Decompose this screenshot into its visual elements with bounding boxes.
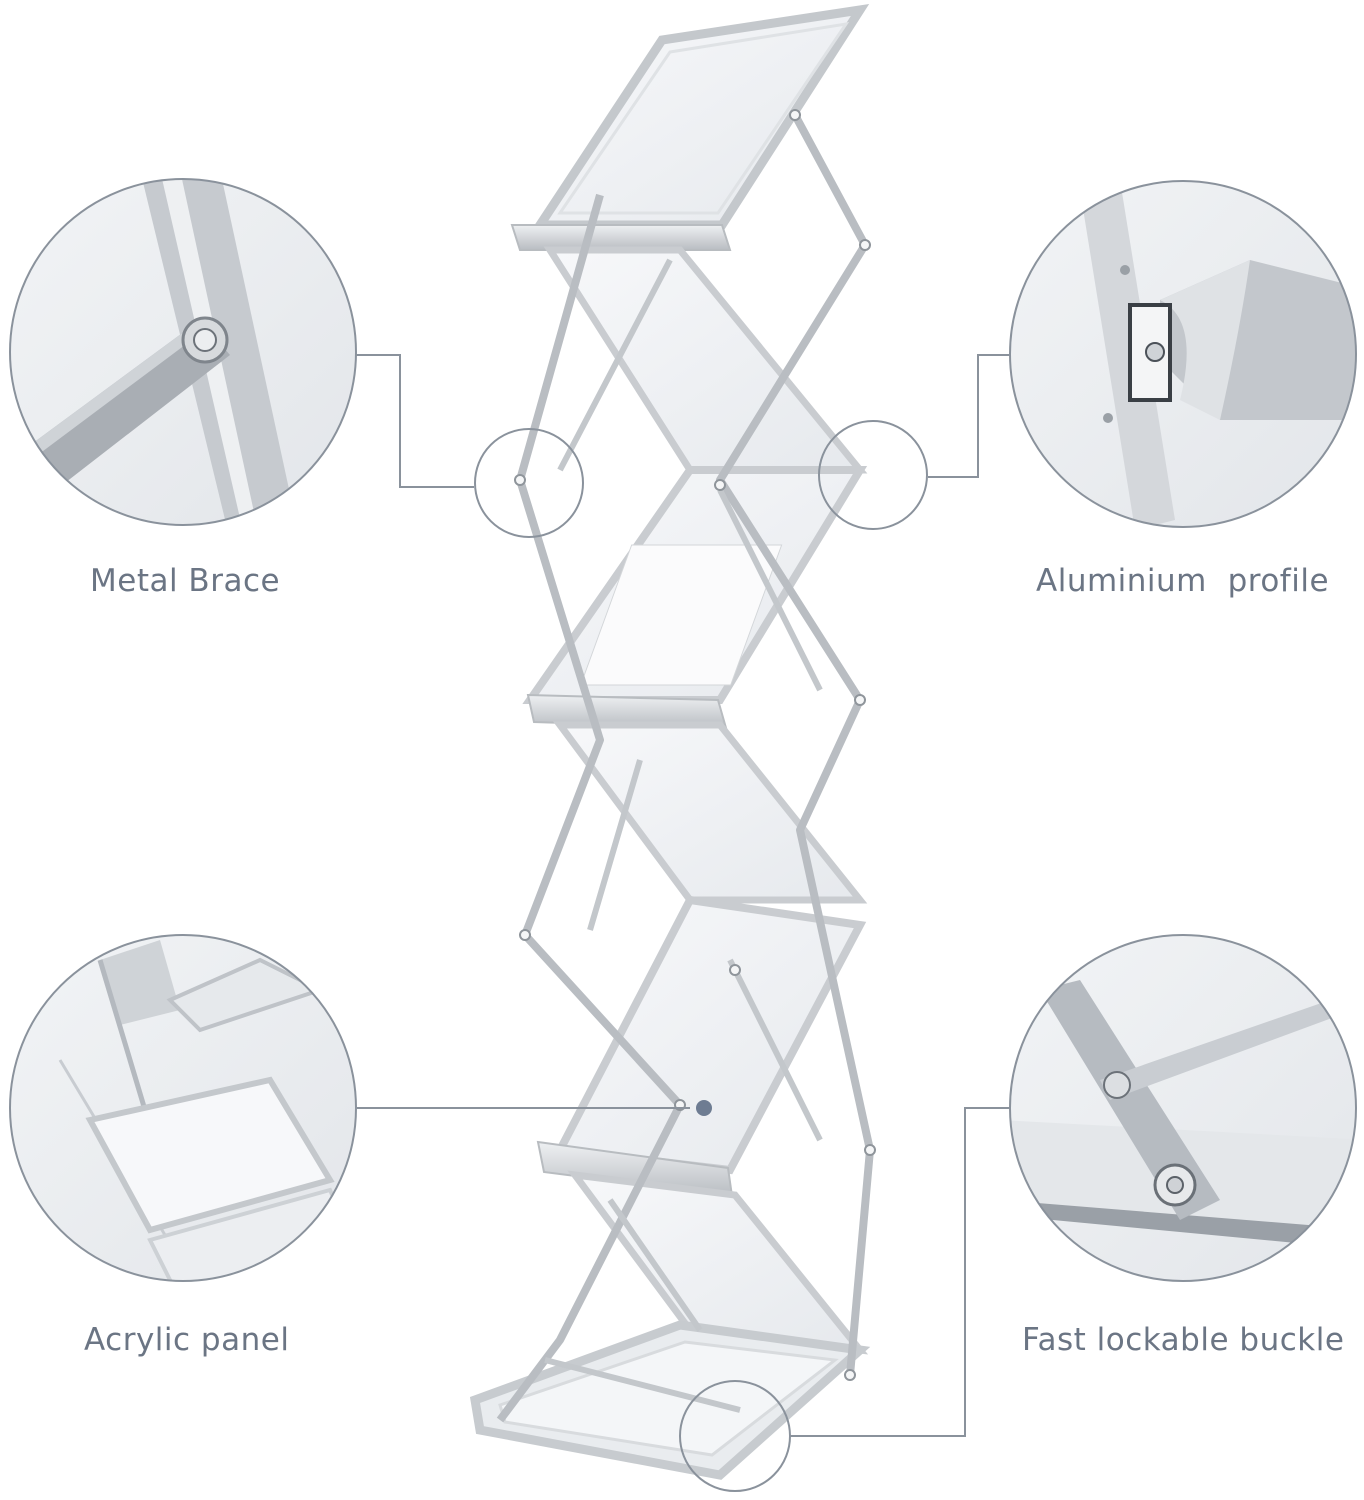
zoom-circle-fast-lockable-buckle xyxy=(1009,934,1357,1282)
label-fast-lockable-buckle: Fast lockable buckle xyxy=(1022,1322,1345,1358)
brochure-stand xyxy=(469,4,876,1480)
zoom-circle-metal-brace xyxy=(9,178,357,526)
leader-fast-lockable-buckle xyxy=(790,1107,1010,1437)
zoom-circle-acrylic-panel xyxy=(9,934,357,1282)
label-acrylic-panel: Acrylic panel xyxy=(84,1322,290,1358)
label-aluminium-profile: Aluminium profile xyxy=(1036,563,1330,599)
marker-aluminium-profile xyxy=(818,420,928,530)
leader-aluminium-profile xyxy=(928,354,1010,478)
marker-metal-brace xyxy=(474,428,584,538)
marker-acrylic-panel xyxy=(696,1100,712,1116)
leader-metal-brace xyxy=(356,354,474,488)
callout-leaders xyxy=(356,354,1010,1492)
marker-fast-lockable-buckle xyxy=(679,1380,791,1492)
zoom-circle-aluminium-profile xyxy=(1009,180,1357,528)
label-metal-brace: Metal Brace xyxy=(90,563,281,599)
